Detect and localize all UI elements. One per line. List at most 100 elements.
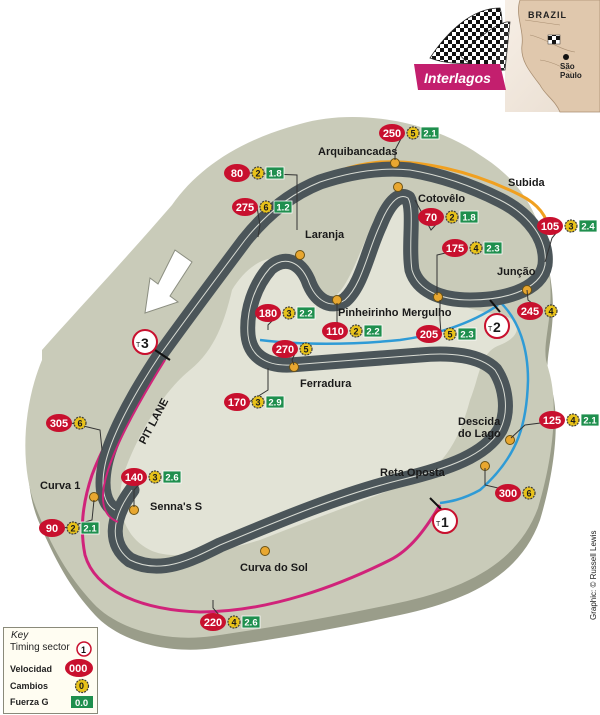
corner-labels: ArquibancadasSubidaCotovêloLaranjaJunção… xyxy=(40,146,546,574)
sector-marker-T2: T 2 xyxy=(484,299,510,339)
svg-text:1: 1 xyxy=(81,645,86,655)
g-force-box xyxy=(241,615,261,629)
corner-label: Pinheirinho xyxy=(338,307,399,319)
corner-label: Cotovêlo xyxy=(418,193,465,205)
svg-text:3: 3 xyxy=(141,335,149,351)
gear-value: 4 xyxy=(473,244,478,254)
gear-icon xyxy=(251,166,265,180)
g-force-box xyxy=(457,327,477,341)
gear-value: 3 xyxy=(255,398,260,408)
gear-value: 3 xyxy=(286,309,291,319)
sector1-line xyxy=(80,354,442,614)
g-force-value: 1.8 xyxy=(268,169,281,180)
speed-oval xyxy=(416,325,442,343)
g-force-value: 2.4 xyxy=(581,222,595,233)
track-centerline xyxy=(102,168,546,567)
gear-icon xyxy=(349,324,363,338)
gear-icon xyxy=(73,416,87,430)
gear-value: 5 xyxy=(303,345,308,355)
pit-lane xyxy=(101,359,166,523)
terrain xyxy=(25,117,556,650)
speed-oval xyxy=(224,164,250,182)
gear-icon xyxy=(282,306,296,320)
key-fuerza-g-swatch: 0.0 xyxy=(71,696,93,709)
g-force-value: 2.6 xyxy=(165,473,178,484)
gear-value: 3 xyxy=(152,473,157,483)
corner-label: Arquibancadas xyxy=(318,146,397,158)
speed-value: 250 xyxy=(383,128,401,140)
gear-icon xyxy=(406,126,420,140)
gear-value: 2 xyxy=(449,213,454,223)
gear-value: 4 xyxy=(231,618,236,628)
svg-text:T: T xyxy=(136,342,141,349)
speed-value: 110 xyxy=(326,326,344,338)
track-name: Interlagos xyxy=(424,70,491,86)
g-force-box xyxy=(273,200,293,214)
corner-label: Descida xyxy=(458,416,501,428)
key-fuerza-g-label: Fuerza G xyxy=(10,697,49,707)
speed-oval xyxy=(200,613,226,631)
svg-text:000: 000 xyxy=(69,663,87,675)
speed-value: 220 xyxy=(204,617,222,629)
speed-value: 105 xyxy=(541,221,559,233)
speed-value: 305 xyxy=(50,418,68,430)
gear-value: 6 xyxy=(526,489,531,499)
svg-text:0: 0 xyxy=(79,681,84,691)
svg-text:T: T xyxy=(436,521,441,528)
gear-icon xyxy=(564,219,578,233)
city-label-line2: Paulo xyxy=(560,71,582,80)
svg-text:0.0: 0.0 xyxy=(75,698,88,709)
speed-value: 80 xyxy=(231,168,243,180)
key-velocidad-swatch: 000 xyxy=(65,659,93,677)
speed-value: 180 xyxy=(259,308,277,320)
speed-oval xyxy=(495,484,521,502)
gear-icon xyxy=(443,327,457,341)
g-force-value: 2.9 xyxy=(268,398,281,409)
direction-arrow-icon xyxy=(144,249,193,314)
checkered-flag-icon xyxy=(429,7,511,71)
corner-dot xyxy=(260,546,270,556)
gear-icon xyxy=(469,241,483,255)
g-force-value: 1.2 xyxy=(276,203,289,214)
speed-oval xyxy=(442,239,468,257)
g-force-box xyxy=(162,470,182,484)
gear-icon xyxy=(259,200,273,214)
g-force-box xyxy=(265,395,285,409)
g-force-box xyxy=(296,306,316,320)
corner-dot xyxy=(505,435,515,445)
gear-value: 6 xyxy=(263,203,268,213)
speed-oval xyxy=(232,198,258,216)
svg-text:1: 1 xyxy=(441,514,449,530)
gear-value: 4 xyxy=(570,416,575,426)
city-dot xyxy=(563,54,569,60)
sector-marker-T3: T 3 xyxy=(132,329,171,361)
svg-text:T: T xyxy=(488,326,493,333)
g-force-value: 2.1 xyxy=(583,416,597,427)
key-cambios-label: Cambios xyxy=(10,681,49,691)
gear-icon xyxy=(66,521,80,535)
corner-dot xyxy=(393,182,403,192)
speed-oval xyxy=(39,519,65,537)
speed-oval xyxy=(418,208,444,226)
legend-key: Key Timing sector 1 Velocidad 000 Cambio… xyxy=(3,627,98,714)
speed-oval xyxy=(272,340,298,358)
gear-icon xyxy=(522,486,536,500)
gear-icon xyxy=(445,210,459,224)
speed-value: 270 xyxy=(276,344,294,356)
speed-oval xyxy=(121,468,147,486)
brazil-landmass xyxy=(518,0,600,113)
corner-label: Curva 1 xyxy=(40,480,80,492)
speed-oval xyxy=(379,124,405,142)
marker-leader-line xyxy=(439,300,442,335)
city-flag-icon xyxy=(547,34,561,45)
speed-value: 170 xyxy=(228,397,246,409)
